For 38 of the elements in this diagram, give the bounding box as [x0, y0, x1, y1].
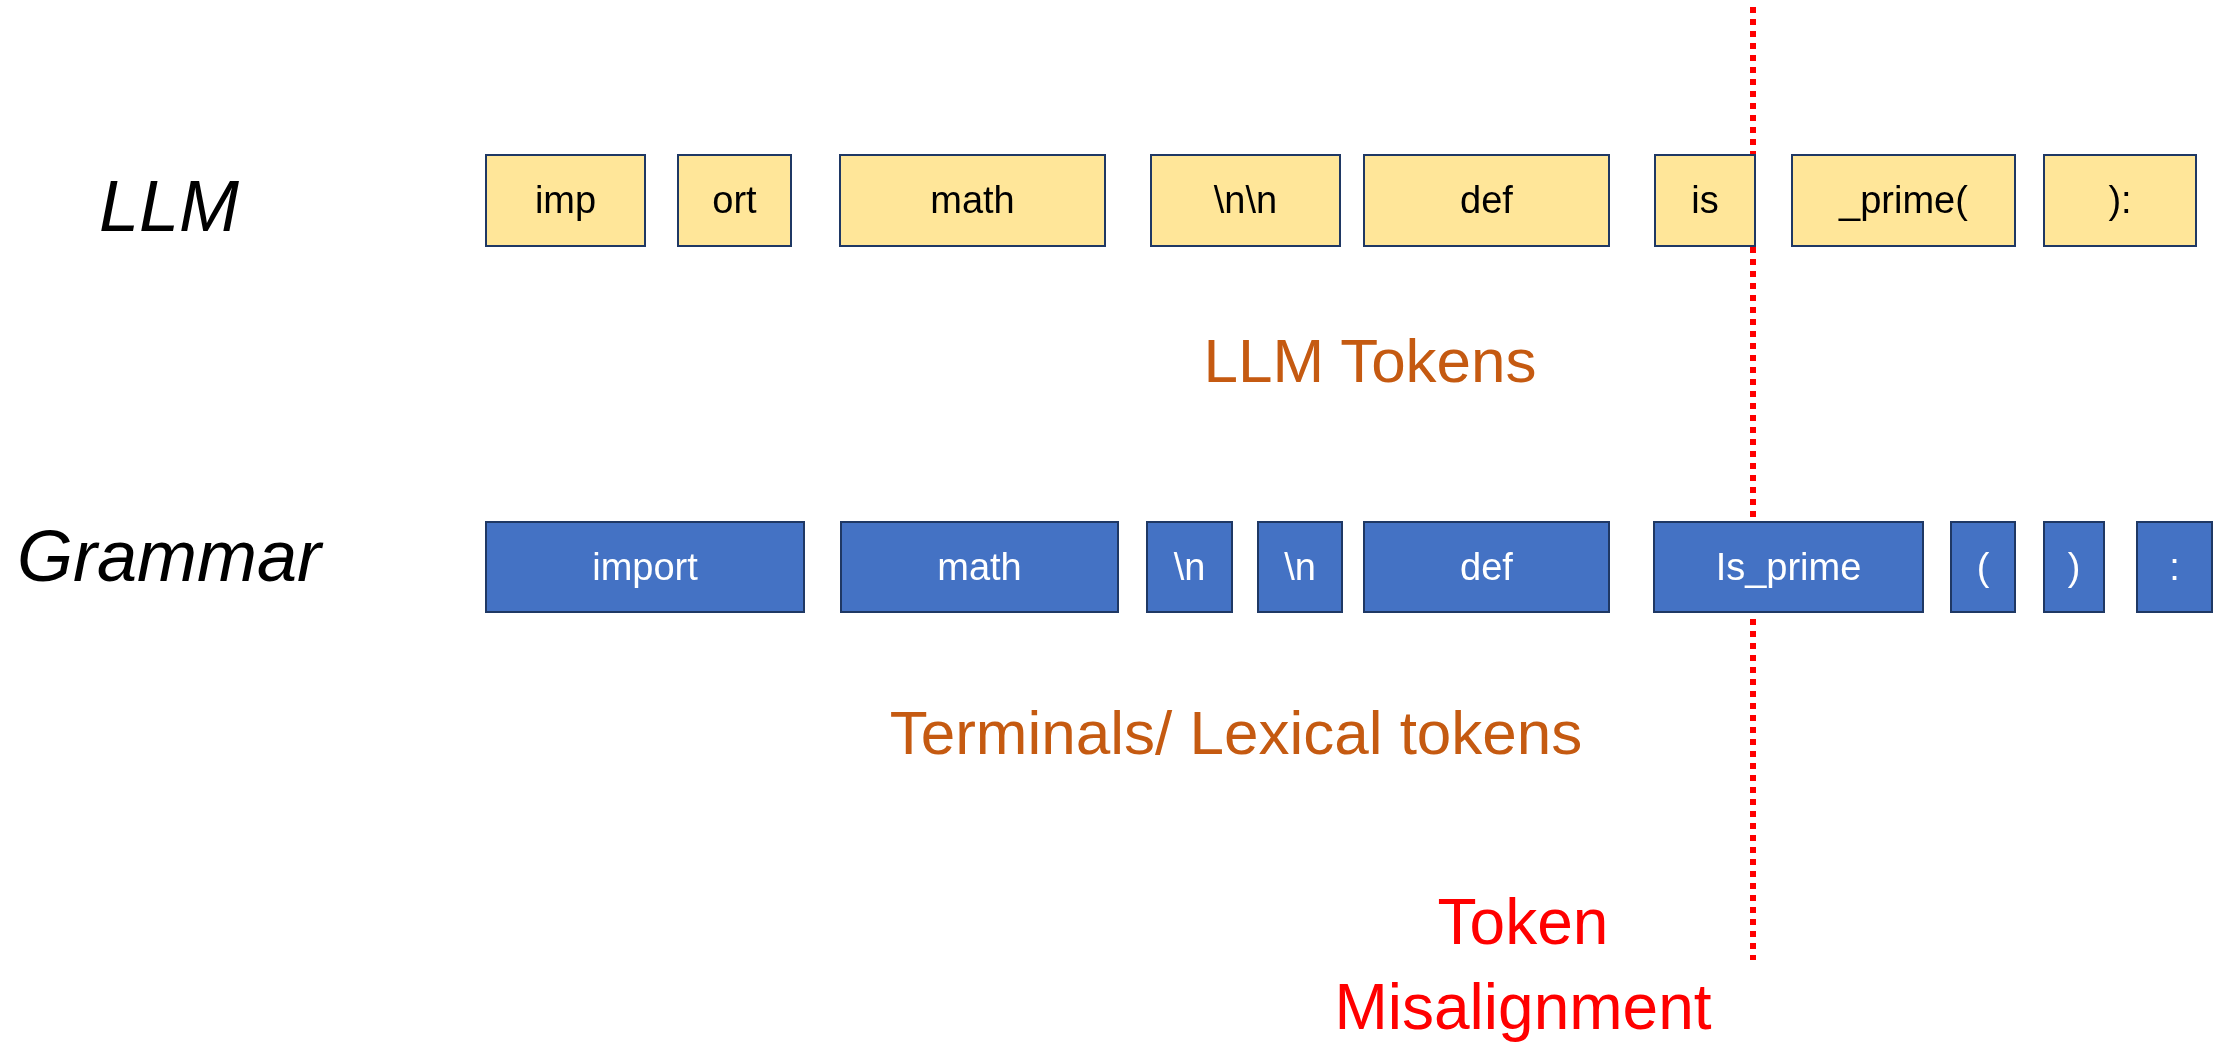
- token-box: [1653, 521, 1924, 613]
- token-text: imp: [534, 179, 597, 222]
- token-box: [1257, 521, 1343, 613]
- token-text: \n\n: [1213, 179, 1278, 222]
- token-box: [2043, 154, 2197, 247]
- token-text: ort: [712, 179, 757, 222]
- token-text: Is_prime: [1715, 545, 1862, 589]
- token-text: def: [1460, 545, 1513, 589]
- token-box: [1950, 521, 2016, 613]
- caption-text: LLM Tokens: [1203, 325, 1537, 396]
- token-box: [2043, 521, 2105, 613]
- token-box: [2136, 521, 2213, 613]
- caption-text: Terminals/ Lexical tokens: [889, 697, 1583, 768]
- token-box: [1791, 154, 2016, 247]
- token-box: [677, 154, 792, 247]
- token-text: :: [2169, 545, 2180, 589]
- token-box: [1363, 154, 1610, 247]
- token-box: [485, 154, 646, 247]
- row-label: LLM: [99, 165, 240, 247]
- token-box: [1146, 521, 1233, 613]
- token-text: def: [1460, 179, 1513, 222]
- token-text: ):: [2108, 179, 2132, 222]
- token-text: math: [937, 545, 1022, 589]
- token-text: (: [1976, 545, 1990, 589]
- token-box: [1654, 154, 1756, 247]
- token-text: import: [592, 545, 698, 589]
- token-box: [1363, 521, 1610, 613]
- token-box: [840, 521, 1119, 613]
- token-text: is: [1691, 179, 1719, 222]
- token-text: _prime(: [1839, 179, 1968, 222]
- token-text: \n: [1173, 545, 1206, 589]
- token-box: [839, 154, 1106, 247]
- token-text: ): [2067, 545, 2081, 589]
- annotation-text: Token Misalignment: [1333, 885, 1713, 1044]
- token-text: \n: [1284, 545, 1316, 589]
- token-text: math: [930, 179, 1015, 222]
- token-box: [485, 521, 805, 613]
- token-box: [1150, 154, 1341, 247]
